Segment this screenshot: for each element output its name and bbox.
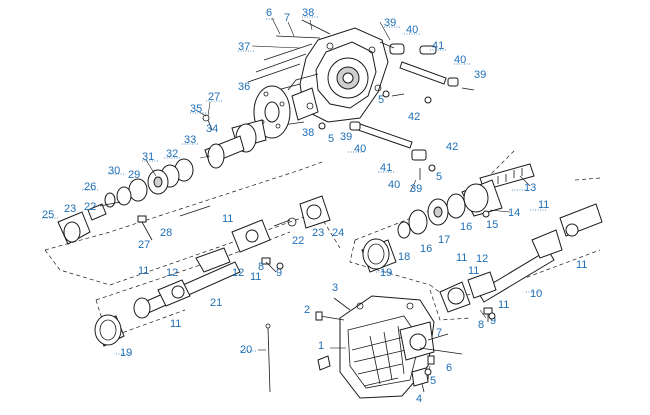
callout-5b: 5 (328, 133, 334, 145)
callout-12b: 12 (232, 267, 244, 279)
callout-40c: 40 (354, 143, 366, 155)
rear-propeller-shaft (133, 219, 277, 319)
housing-fasteners (315, 297, 463, 393)
callout-11e: 11 (538, 199, 549, 211)
callout-11d: 11 (250, 271, 261, 283)
callout-22b: 22 (292, 235, 304, 247)
callout-12c: 12 (476, 253, 488, 265)
callout-22a: 22 (84, 201, 96, 213)
callout-27b: 27 (138, 239, 150, 251)
case-studs (247, 19, 331, 83)
output-shaft-stack (104, 114, 267, 208)
left-coupling-flange (57, 201, 121, 245)
front-axle-shaft (361, 163, 535, 273)
callout-4: 4 (416, 393, 422, 405)
callout-underlines (42, 16, 546, 355)
rear-output-flange (273, 195, 331, 229)
callout-25: 25 (42, 209, 54, 221)
transfer-case-cover (261, 27, 389, 127)
callout-23a: 23 (64, 203, 76, 215)
small-hardware (276, 90, 496, 376)
callout-30: 30 (108, 165, 120, 177)
differential-housing (317, 295, 435, 399)
callout-7a: 7 (284, 12, 290, 24)
callout-10: 10 (530, 288, 542, 300)
callout-11b: 11 (138, 265, 149, 277)
callout-2: 2 (304, 304, 310, 316)
callout-40d: 40 (388, 179, 400, 191)
callout-33: 33 (184, 134, 196, 146)
callout-5a: 5 (378, 94, 384, 106)
callout-31: 31 (142, 151, 154, 163)
callout-6b: 6 (446, 362, 452, 374)
callout-13: 13 (524, 182, 536, 194)
callout-32: 32 (166, 148, 178, 160)
callout-5d: 5 (430, 375, 436, 387)
callout-39b: 39 (474, 69, 486, 81)
callout-20: 20 (240, 344, 252, 356)
callout-38b: 38 (302, 127, 314, 139)
callout-11a: 11 (222, 213, 233, 225)
callout-41a: 41 (432, 40, 444, 52)
callout-37: 37 (238, 41, 250, 53)
left-cv-boot (94, 314, 125, 347)
callout-12a: 12 (166, 267, 178, 279)
callout-42b: 42 (446, 141, 458, 153)
callout-41b: 41 (380, 162, 392, 174)
callout-8b: 8 (478, 319, 484, 331)
callout-9b: 9 (490, 315, 496, 327)
callout-28: 28 (160, 227, 172, 239)
callout-39a: 39 (384, 17, 396, 29)
callout-23b: 23 (312, 227, 324, 239)
callout-19a: 19 (380, 267, 392, 279)
callout-16b: 16 (420, 243, 432, 255)
callout-11f: 11 (456, 252, 467, 264)
callout-39c: 39 (340, 131, 352, 143)
callout-3: 3 (332, 282, 338, 294)
callout-14: 14 (508, 207, 520, 219)
callout-40b: 40 (454, 54, 466, 66)
callout-16a: 16 (460, 221, 472, 233)
callout-29: 29 (128, 169, 140, 181)
callout-40a: 40 (406, 24, 418, 36)
callout-27a: 27 (208, 91, 220, 103)
callout-11i: 11 (468, 265, 479, 277)
callout-1: 1 (318, 340, 324, 352)
callout-5c: 5 (436, 171, 442, 183)
callout-11c: 11 (170, 318, 181, 330)
shift-rods (349, 41, 475, 180)
callout-7b: 7 (436, 327, 442, 339)
callout-11g: 11 (498, 299, 509, 311)
callout-8a: 8 (258, 261, 264, 273)
callout-17: 17 (438, 234, 450, 246)
callout-15: 15 (486, 219, 498, 231)
callout-42a: 42 (408, 111, 420, 123)
callout-19b: 19 (120, 347, 132, 359)
callout-18: 18 (398, 251, 410, 263)
dipstick (265, 323, 271, 393)
callout-39d: 39 (410, 183, 422, 195)
callout-11h: 11 (576, 259, 587, 271)
callout-35: 35 (190, 103, 202, 115)
callout-labels: 1 2 3 4 5 5 5 5 6 6 7 7 8 8 9 9 10 11 11… (42, 7, 587, 405)
callout-38a: 38 (302, 7, 314, 19)
callout-9a: 9 (276, 267, 282, 279)
front-propeller-shaft (439, 203, 603, 322)
leader-lines (145, 17, 531, 381)
callout-21: 21 (210, 297, 222, 309)
callout-26: 26 (84, 181, 96, 193)
callout-6a: 6 (266, 7, 272, 19)
callout-36: 36 (238, 81, 250, 93)
callout-24: 24 (332, 227, 344, 239)
callout-34: 34 (206, 123, 218, 135)
bolt-and-pin (137, 205, 211, 241)
